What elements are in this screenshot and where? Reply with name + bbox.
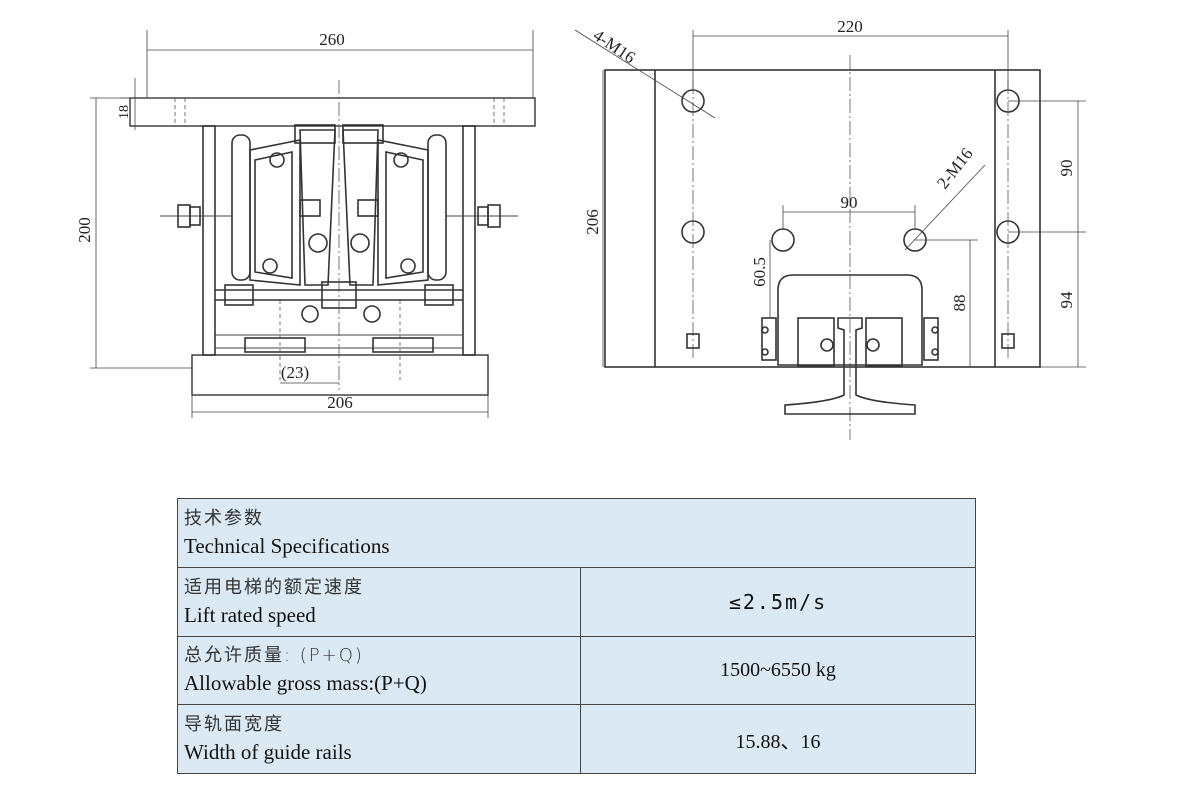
guide-shoe [777, 274, 923, 366]
dim-rail-offset: 60.5 [750, 257, 769, 287]
right-wedge-assembly [342, 124, 447, 286]
base-plate [191, 354, 489, 396]
spec-header-row: 技术参数 Technical Specifications [177, 498, 976, 568]
top-plate [129, 97, 536, 127]
right-side-bolt [446, 204, 518, 228]
spec-label-en: Width of guide rails [184, 740, 352, 765]
dim-vertical-spacing: 90 [1057, 160, 1076, 177]
spec-row: 导轨面宽度 Width of guide rails 15.88、16 [177, 704, 976, 774]
right-column [462, 125, 476, 356]
spec-label-en: Allowable gross mass:(P+Q) [184, 671, 427, 696]
spec-label-zh: 适用电梯的额定速度 [184, 576, 364, 598]
technical-drawing: 260 18 200 (23) 206 [75, 17, 1086, 440]
spec-value: ≤2.5m/s [580, 566, 976, 637]
side-view: 220 4-M16 2-M16 90 206 90 94 60.5 88 [574, 17, 1086, 440]
spec-row: 适用电梯的额定速度 Lift rated speed ≤2.5m/s [177, 566, 976, 637]
dim-plate-thickness: 18 [117, 105, 132, 119]
dim-lower-height: 94 [1057, 291, 1076, 309]
left-wedge-assembly [231, 124, 336, 286]
spec-header-en: Technical Specifications [184, 533, 390, 558]
dim-offset: (23) [281, 363, 309, 382]
spec-table: 技术参数 Technical Specifications 适用电梯的额定速度 … [177, 498, 976, 774]
spec-label-cell: 总允许质量: (P+Q) Allowable gross mass:(P+Q) [177, 635, 581, 706]
left-side-bolt [160, 204, 232, 228]
spec-value: 15.88、16 [580, 704, 976, 774]
spec-label-zh: 总允许质量: (P+Q) [184, 645, 364, 667]
dim-base-width: 206 [327, 393, 353, 412]
dim-height-side: 206 [583, 209, 602, 235]
guide-rail [784, 317, 916, 415]
spec-row: 总允许质量: (P+Q) Allowable gross mass:(P+Q) … [177, 635, 976, 706]
spec-label-cell: 导轨面宽度 Width of guide rails [177, 704, 581, 774]
spec-header-cell: 技术参数 Technical Specifications [177, 498, 976, 568]
spec-label-en: Lift rated speed [184, 602, 316, 627]
side-plate [604, 69, 1041, 368]
spec-header-zh: 技术参数 [184, 507, 264, 529]
dim-height-front: 200 [75, 217, 94, 243]
spec-label-zh: 导轨面宽度 [184, 714, 284, 736]
dim-bolt-holes: 4-M16 [590, 26, 639, 68]
front-view: 260 18 200 (23) 206 [75, 30, 536, 418]
dim-hole-spacing: 220 [837, 17, 863, 36]
dim-top-width: 260 [319, 30, 345, 49]
dim-rail-height: 88 [950, 295, 969, 312]
spec-label-cell: 适用电梯的额定速度 Lift rated speed [177, 566, 581, 637]
dim-inner-spacing: 90 [841, 193, 858, 212]
spec-value: 1500~6550 kg [580, 635, 976, 706]
dim-inner-holes: 2-M16 [933, 144, 976, 192]
left-column [202, 125, 216, 356]
bolt-hole [771, 228, 795, 252]
